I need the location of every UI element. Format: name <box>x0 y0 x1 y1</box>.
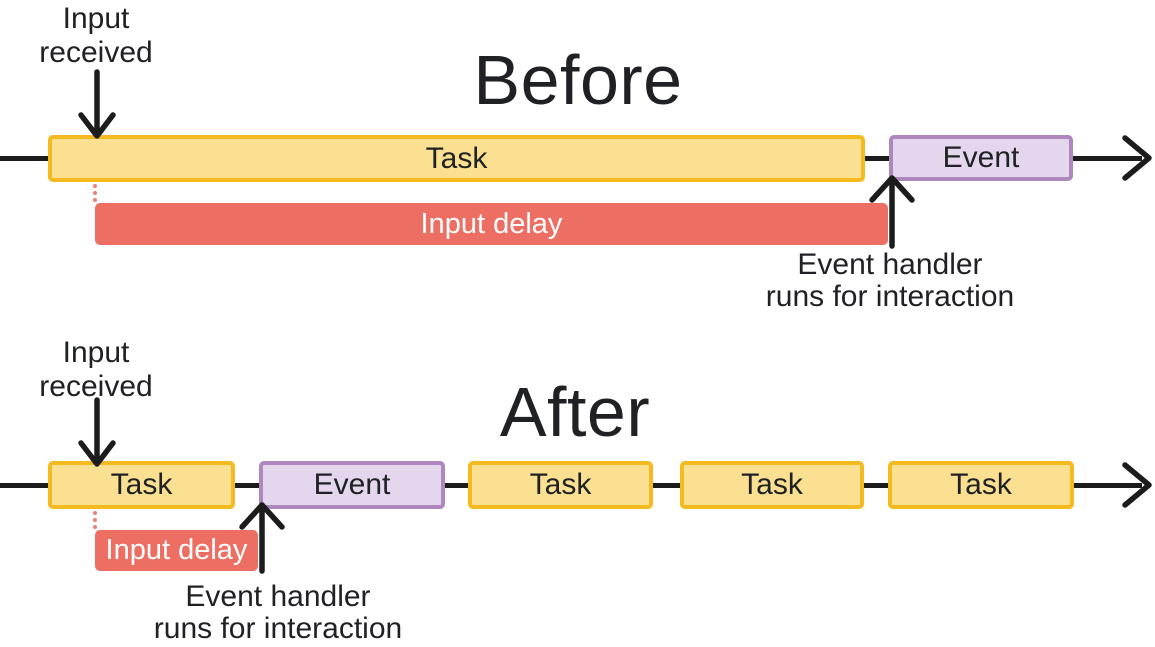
input-received-line2: received <box>39 36 153 69</box>
event-handler-arrow-up-icon <box>239 502 285 574</box>
task-box: Task <box>48 461 235 509</box>
input-delay-label: Input delay <box>420 207 563 240</box>
event-box: Event <box>889 135 1073 181</box>
title-before: Before <box>473 41 683 119</box>
event-handler-line2: runs for interaction <box>153 612 403 645</box>
task-box: Task <box>468 461 653 509</box>
task-box-label: Task <box>110 468 173 501</box>
input-received-label: Input received <box>16 336 176 404</box>
task-box: Task <box>680 461 864 509</box>
task-box-label: Task <box>950 468 1012 501</box>
title-after: After <box>499 373 651 451</box>
event-handler-line1: Event handler <box>797 248 983 281</box>
input-delay-bar: Input delay <box>95 530 258 571</box>
input-delay-connector <box>93 511 97 529</box>
event-handler-arrow-up-icon <box>869 175 915 249</box>
input-delay-label: Input delay <box>105 534 248 566</box>
event-box: Event <box>259 461 445 509</box>
task-bar-label: Task <box>425 141 488 175</box>
event-handler-label: Event handler runs for interaction <box>118 581 438 645</box>
event-handler-line2: runs for interaction <box>765 280 1015 313</box>
task-bar-long: Task <box>48 135 865 182</box>
task-box-label: Task <box>741 468 803 501</box>
timeline-arrowhead-icon <box>1122 462 1152 508</box>
input-received-line1: Input <box>62 336 130 369</box>
event-handler-line1: Event handler <box>185 580 371 613</box>
event-box-label: Event <box>942 141 1020 174</box>
input-received-label: Input received <box>16 2 176 70</box>
task-box: Task <box>888 461 1074 509</box>
input-delay-bar: Input delay <box>95 203 888 245</box>
event-handler-label: Event handler runs for interaction <box>730 249 1050 313</box>
input-received-line1: Input <box>62 2 130 35</box>
input-received-arrow-down-icon <box>78 397 116 467</box>
input-received-arrow-down-icon <box>78 69 116 139</box>
event-box-label: Event <box>313 468 391 501</box>
timeline-arrowhead-icon <box>1122 135 1152 181</box>
input-delay-connector <box>93 184 97 202</box>
task-box-label: Task <box>529 468 592 501</box>
